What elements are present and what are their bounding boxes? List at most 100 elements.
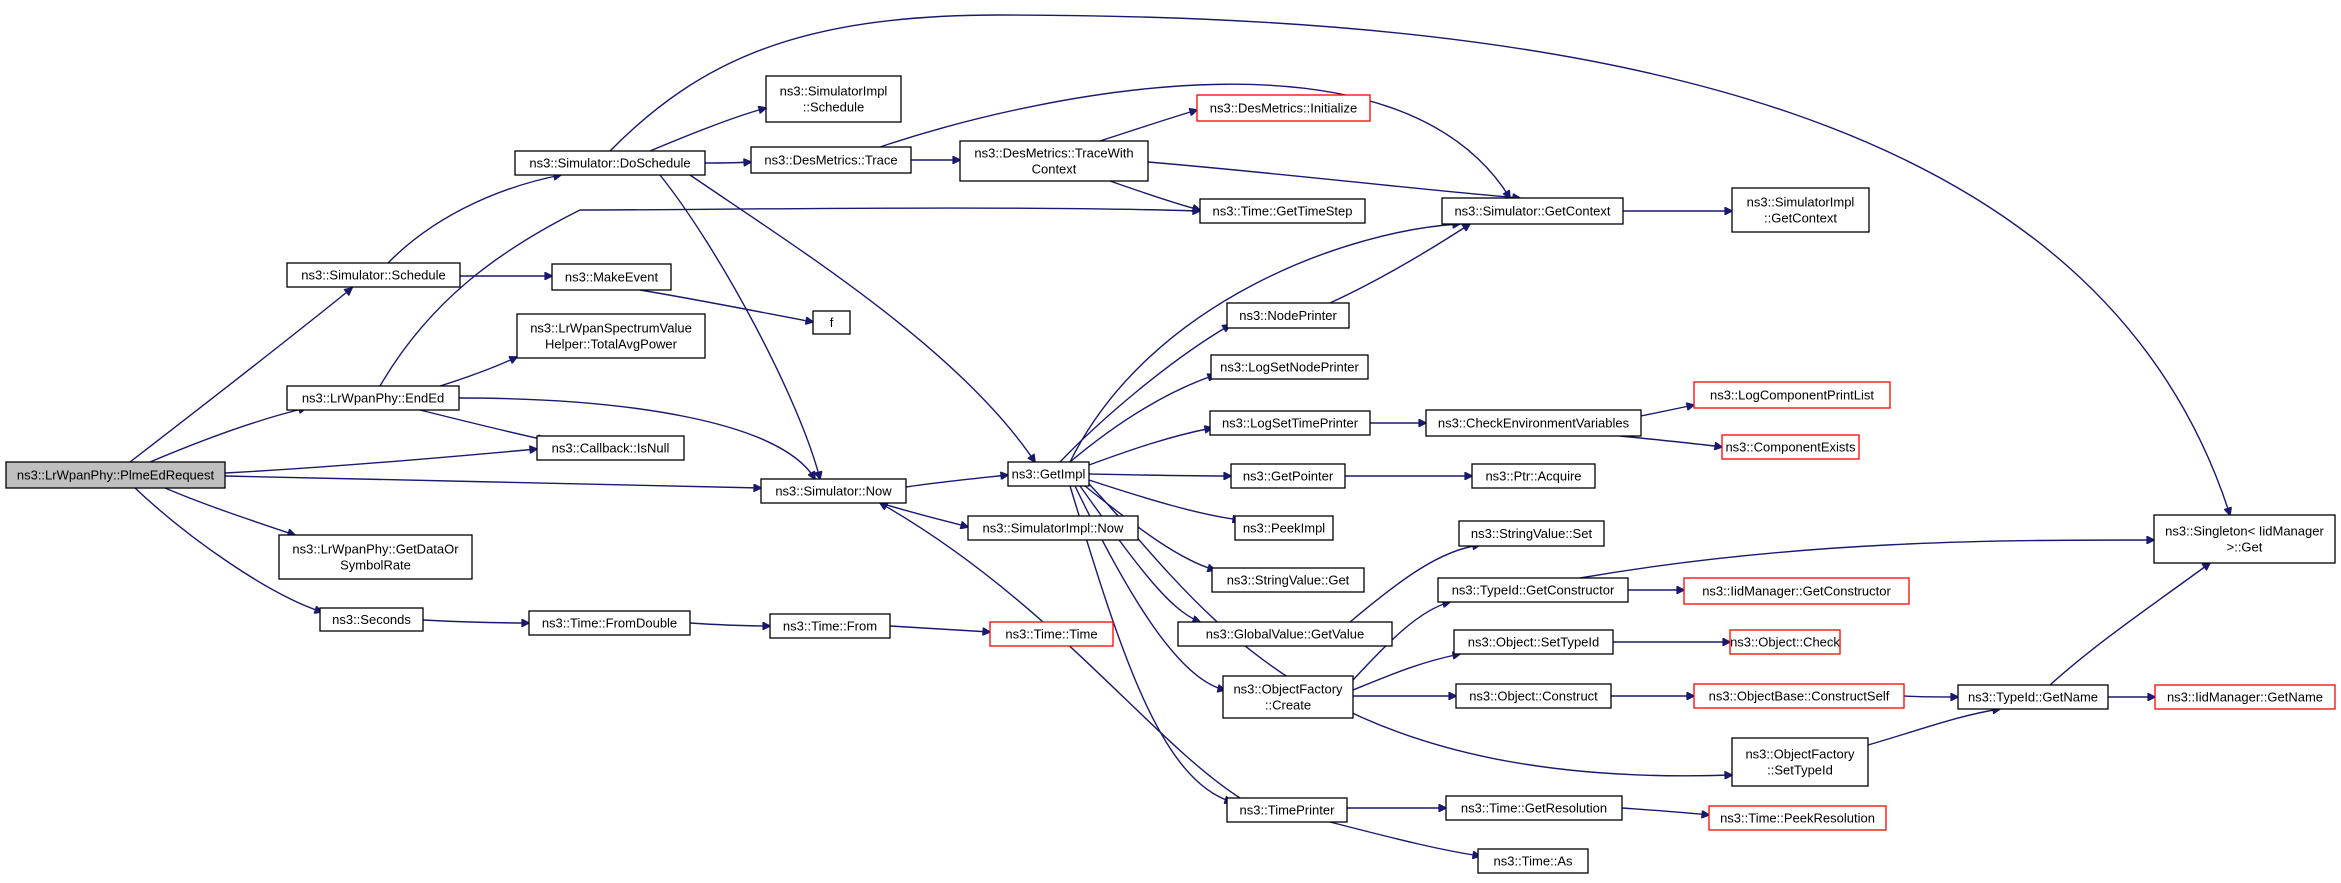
node-ofcreate[interactable]: ns3::ObjectFactory::Create [1222,675,1354,719]
node-box [528,610,691,636]
node-box [1234,515,1334,541]
node-label: ::GetContext [1764,211,1837,226]
node-label: ns3::Simulator::GetContext [1454,204,1610,219]
node-getconstructor[interactable]: ns3::TypeId::GetConstructor [1437,577,1629,603]
node-peekres[interactable]: ns3::Time::PeekResolution [1708,805,1887,831]
node-iidgetctor[interactable]: ns3::IidManager::GetConstructor [1683,577,1910,605]
node-ended[interactable]: ns3::LrWpanPhy::EndEd [286,385,460,411]
edge-getconstructor-to-singleton [1579,540,2154,579]
node-box [1437,577,1629,603]
node-label: ns3::Simulator::Schedule [301,268,446,283]
node-fromdouble[interactable]: ns3::Time::FromDouble [528,610,691,636]
node-getcontext[interactable]: ns3::Simulator::GetContext [1441,197,1624,225]
node-logcomp[interactable]: ns3::LogComponentPrintList [1693,381,1891,409]
node-label: ns3::ObjectFactory [1745,747,1855,762]
node-logsettime[interactable]: ns3::LogSetTimePrinter [1209,410,1371,436]
node-box [1441,197,1624,225]
node-implschedule[interactable]: ns3::SimulatorImpl::Schedule [765,75,902,123]
node-timeprinter[interactable]: ns3::TimePrinter [1226,797,1348,823]
node-box [1721,434,1860,460]
node-label: ns3::StringValue::Get [1227,573,1350,588]
node-label: f [830,315,834,330]
node-compexists[interactable]: ns3::ComponentExists [1721,434,1860,460]
edge-typeidname-to-singleton [2049,563,2210,686]
edge-getimpl-to-getcontext [1069,224,1460,463]
node-implgetctx[interactable]: ns3::SimulatorImpl::GetContext [1731,187,1870,233]
edge-getimpl-to-nodeprinter [1059,325,1230,463]
node-constructself[interactable]: ns3::ObjectBase::ConstructSelf [1693,683,1905,709]
node-label: ns3::GetPointer [1243,469,1334,484]
edge-getimpl-to-logsettime [1088,428,1212,466]
node-label: ns3::SimulatorImpl [780,84,888,99]
node-totalavg[interactable]: ns3::LrWpanSpectrumValueHelper::TotalAvg… [516,313,706,359]
node-box [1477,848,1589,874]
node-makeevent[interactable]: ns3::MakeEvent [551,263,672,291]
node-plme[interactable]: ns3::LrWpanPhy::PlmeEdRequest [5,461,226,489]
node-typeidname[interactable]: ns3::TypeId::GetName [1957,684,2109,710]
node-label: ns3::Time::GetResolution [1461,801,1607,816]
node-label: ns3::IidManager::GetConstructor [1702,584,1891,599]
node-globalget[interactable]: ns3::GlobalValue::GetValue [1177,621,1393,647]
node-strget[interactable]: ns3::StringValue::Get [1211,567,1365,593]
edge-now-to-implnow [879,502,968,527]
node-initialize[interactable]: ns3::DesMetrics::Initialize [1196,94,1371,122]
node-timetime[interactable]: ns3::Time::Time [989,621,1114,647]
node-getimpl[interactable]: ns3::GetImpl [1007,461,1090,487]
node-gettimestep[interactable]: ns3::Time::GetTimeStep [1199,198,1366,224]
node-label: ns3::CheckEnvironmentVariables [1438,416,1630,431]
node-label: ns3::ObjectBase::ConstructSelf [1709,689,1890,704]
node-trace[interactable]: ns3::DesMetrics::Trace [750,146,912,174]
node-box [2154,684,2336,710]
node-getres[interactable]: ns3::Time::GetResolution [1445,795,1623,821]
node-box [2153,514,2336,564]
node-now[interactable]: ns3::Simulator::Now [760,478,907,504]
node-logsetnode[interactable]: ns3::LogSetNodePrinter [1210,354,1369,380]
edge-getimpl-to-globalget [1079,485,1200,622]
edge-ofsettypeid-to-typeidname [1867,709,2000,746]
node-implnow[interactable]: ns3::SimulatorImpl::Now [967,515,1139,541]
node-getpointer[interactable]: ns3::GetPointer [1230,463,1346,489]
node-isnull[interactable]: ns3::Callback::IsNull [536,435,685,461]
edge-trace-to-getcontext [879,83,1510,198]
node-from[interactable]: ns3::Time::From [769,613,891,639]
node-strset[interactable]: ns3::StringValue::Set [1458,520,1605,547]
node-box [1731,187,1870,233]
node-label: ns3::LogSetNodePrinter [1220,360,1359,375]
nodes-layer: ns3::LrWpanPhy::PlmeEdRequestns3::Simula… [5,75,2336,874]
node-label: ns3::LrWpanPhy::EndEd [302,391,444,406]
node-construct[interactable]: ns3::Object::Construct [1455,683,1612,709]
node-label: ns3::GetImpl [1012,467,1086,482]
edge-getimpl-to-peekimpl [1088,479,1240,520]
node-label: ::Create [1265,698,1311,713]
edge-plme-to-schedule [129,288,352,463]
node-box [1471,463,1596,489]
node-peekimpl[interactable]: ns3::PeekImpl [1234,515,1334,541]
node-label: ns3::SimulatorImpl [1747,195,1855,210]
node-checkenv[interactable]: ns3::CheckEnvironmentVariables [1425,409,1642,437]
node-box [1196,94,1371,122]
node-singleton[interactable]: ns3::Singleton< IidManager>::Get [2153,514,2336,564]
node-seconds[interactable]: ns3::Seconds [319,607,424,632]
node-box [319,607,424,632]
node-label: ns3::Time::FromDouble [542,616,677,631]
node-box [1453,629,1614,655]
node-setypeid[interactable]: ns3::Object::SetTypeId [1453,629,1614,655]
node-ptracquire[interactable]: ns3::Ptr::Acquire [1471,463,1596,489]
node-timeas[interactable]: ns3::Time::As [1477,848,1589,874]
node-label: ns3::DesMetrics::Initialize [1210,101,1357,116]
node-nodeprinter[interactable]: ns3::NodePrinter [1226,302,1350,329]
node-f[interactable]: f [812,310,851,335]
node-label: ns3::LogComponentPrintList [1710,388,1874,403]
node-doschedule[interactable]: ns3::Simulator::DoSchedule [514,150,706,176]
edge-plme-to-seconds [134,487,322,612]
node-box [1199,198,1366,224]
node-box [765,75,902,123]
node-schedule[interactable]: ns3::Simulator::Schedule [286,262,461,288]
node-ofsettypeid[interactable]: ns3::ObjectFactory::SetTypeId [1731,737,1869,787]
node-box [1693,381,1891,409]
node-iidgetname[interactable]: ns3::IidManager::GetName [2154,684,2336,710]
node-objcheck[interactable]: ns3::Object::Check [1729,629,1841,655]
